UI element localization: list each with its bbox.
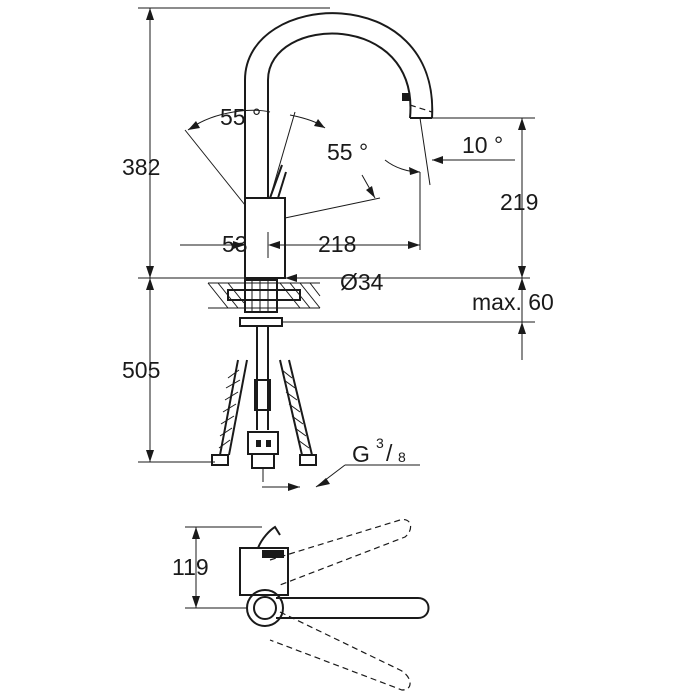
dim-diameter-lines — [285, 274, 320, 282]
dim-thread-main: G — [352, 441, 370, 467]
handle-rotated-line — [284, 197, 381, 219]
angle-10-label: 10 ° — [462, 132, 503, 158]
dim-219-label: 219 — [500, 189, 538, 215]
dim-max60-label: max. 60 — [472, 289, 554, 315]
spray-button — [402, 93, 410, 101]
dim-thread-den: 8 — [398, 449, 406, 465]
dim-219-lines — [432, 117, 535, 278]
dim-382-lines — [138, 7, 330, 278]
dim-119-lines — [185, 526, 262, 609]
dim-diameter-label: Ø34 — [340, 269, 384, 295]
faucet-body — [244, 164, 381, 279]
angle-55-left-lines — [184, 109, 271, 206]
angle-55-right-label: 55 ° — [327, 139, 368, 165]
angle-10-lines — [384, 117, 515, 186]
supply-hoses — [211, 326, 317, 482]
dim-max60-lines — [282, 278, 535, 360]
dim-505-lines — [138, 278, 215, 463]
spout — [244, 12, 434, 198]
dim-382-label: 382 — [122, 154, 160, 180]
dim-505-label: 505 — [122, 357, 160, 383]
top-view — [239, 518, 430, 691]
dim-53-218-lines — [180, 172, 421, 258]
angle-55-right-lines — [269, 111, 376, 199]
dim-thread-num: 3 — [376, 435, 384, 451]
angle-55-left-label: 55 ° — [220, 104, 261, 130]
dim-53-label: 53 — [222, 231, 248, 257]
dim-218-label: 218 — [318, 231, 356, 257]
dim-119-label: 119 — [172, 554, 209, 580]
svg-text:/: / — [386, 440, 393, 466]
dim-thread-lines — [262, 464, 420, 491]
countertop-section — [207, 279, 321, 327]
